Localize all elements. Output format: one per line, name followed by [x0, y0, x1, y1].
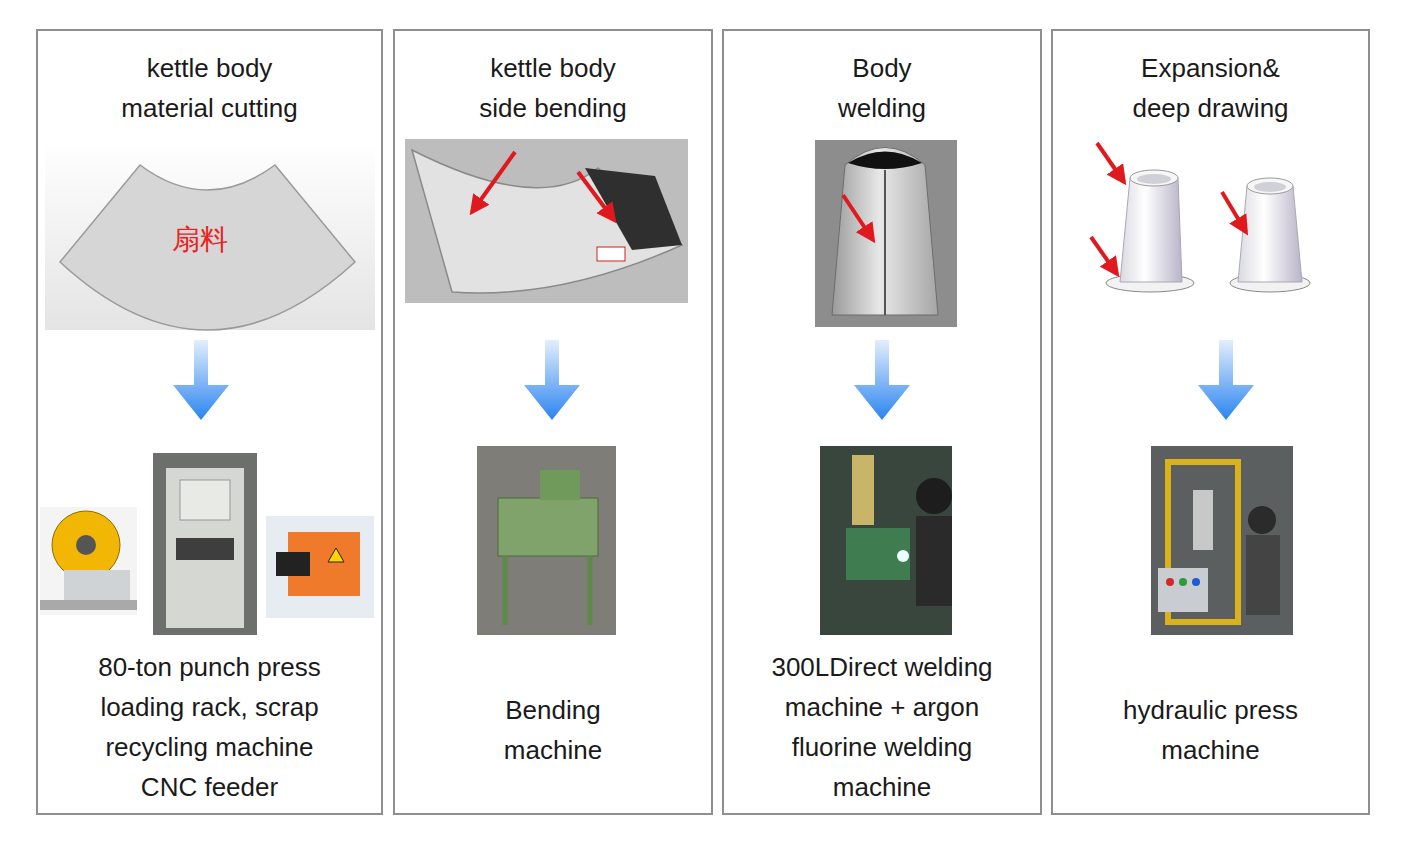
- down-arrow: [1198, 340, 1254, 420]
- part-label: 扇料: [172, 224, 228, 256]
- photo-ground: [40, 507, 137, 615]
- image-ground: [45, 140, 375, 330]
- photo-ground: [266, 516, 374, 618]
- uncoiler-stand: [64, 570, 130, 602]
- machine-caption: 80-ton punch press loading rack, scrap r…: [90, 647, 330, 807]
- cylinder-body: [1120, 178, 1182, 282]
- step-heading: kettle body side bending: [473, 48, 633, 128]
- press-slot: [176, 538, 234, 560]
- process-panel: Body welding 300LDirect welding machine +…: [722, 29, 1042, 815]
- red-arrow: [578, 172, 614, 220]
- photo-ground: [1151, 446, 1293, 635]
- red-arrow: [1097, 143, 1124, 182]
- worker-head: [1248, 506, 1276, 534]
- process-panel: Expansion& deep drawing hydraulic press m…: [1051, 29, 1370, 815]
- red-arrow: [472, 152, 515, 212]
- process-panel: kettle body material cutting 80-ton punch…: [36, 29, 383, 815]
- worker-body: [916, 516, 952, 606]
- bent-sheet: [412, 150, 682, 293]
- tag: [597, 247, 625, 261]
- machine-caption: 300LDirect welding machine + argon fluor…: [765, 647, 1000, 807]
- machine-caption: hydraulic press machine: [1101, 690, 1321, 770]
- photo-ground: [820, 446, 952, 635]
- press-head: [180, 480, 230, 520]
- photo-ground: [477, 446, 616, 635]
- bending-machine: [498, 498, 598, 556]
- photo-ground: [815, 140, 957, 327]
- down-arrow: [524, 340, 580, 420]
- kettle-body: [832, 148, 938, 316]
- step-heading: kettle body material cutting: [110, 48, 310, 128]
- machine-caption: Bending machine: [488, 690, 618, 770]
- reel-hub: [76, 535, 96, 555]
- cylinder-opening: [1137, 174, 1171, 184]
- step-heading: Body welding: [822, 48, 942, 128]
- warning-sign: [328, 548, 344, 562]
- process-panel: kettle body side bendingBending machine: [393, 29, 713, 815]
- bending-head: [540, 470, 580, 500]
- red-arrow: [843, 195, 873, 240]
- step-heading: Expansion& deep drawing: [1126, 48, 1296, 128]
- control-button: [1179, 578, 1187, 586]
- press-ram: [1193, 490, 1213, 550]
- weld-seam: [884, 170, 886, 315]
- welding-machine: [846, 528, 910, 580]
- down-arrow: [854, 340, 910, 420]
- body-opening: [848, 152, 922, 170]
- control-button: [1192, 578, 1200, 586]
- cylinder-top: [1130, 170, 1178, 186]
- red-arrow: [1091, 237, 1117, 274]
- photo-ground: [405, 139, 688, 303]
- down-arrow: [173, 340, 229, 420]
- bent-flange: [585, 168, 682, 250]
- cylinder-body: [1238, 186, 1302, 282]
- fan-blank: [60, 165, 355, 330]
- worker-body: [1246, 535, 1280, 615]
- worker-head: [916, 478, 952, 514]
- uncoiler-base: [40, 600, 137, 610]
- control-panel: [1158, 568, 1208, 612]
- machine-leg: [503, 556, 508, 625]
- photo-ground: [153, 453, 257, 635]
- weld-spark: [897, 550, 909, 562]
- red-arrow: [1222, 192, 1246, 232]
- uncoiler-reel: [52, 511, 120, 579]
- welding-torch-rig: [852, 455, 874, 525]
- control-button: [1166, 578, 1174, 586]
- feeder-roller: [276, 552, 310, 576]
- cylinder-opening: [1254, 182, 1286, 192]
- machine-leg: [588, 556, 593, 625]
- cylinder-top: [1247, 178, 1293, 194]
- punch-press: [166, 468, 244, 628]
